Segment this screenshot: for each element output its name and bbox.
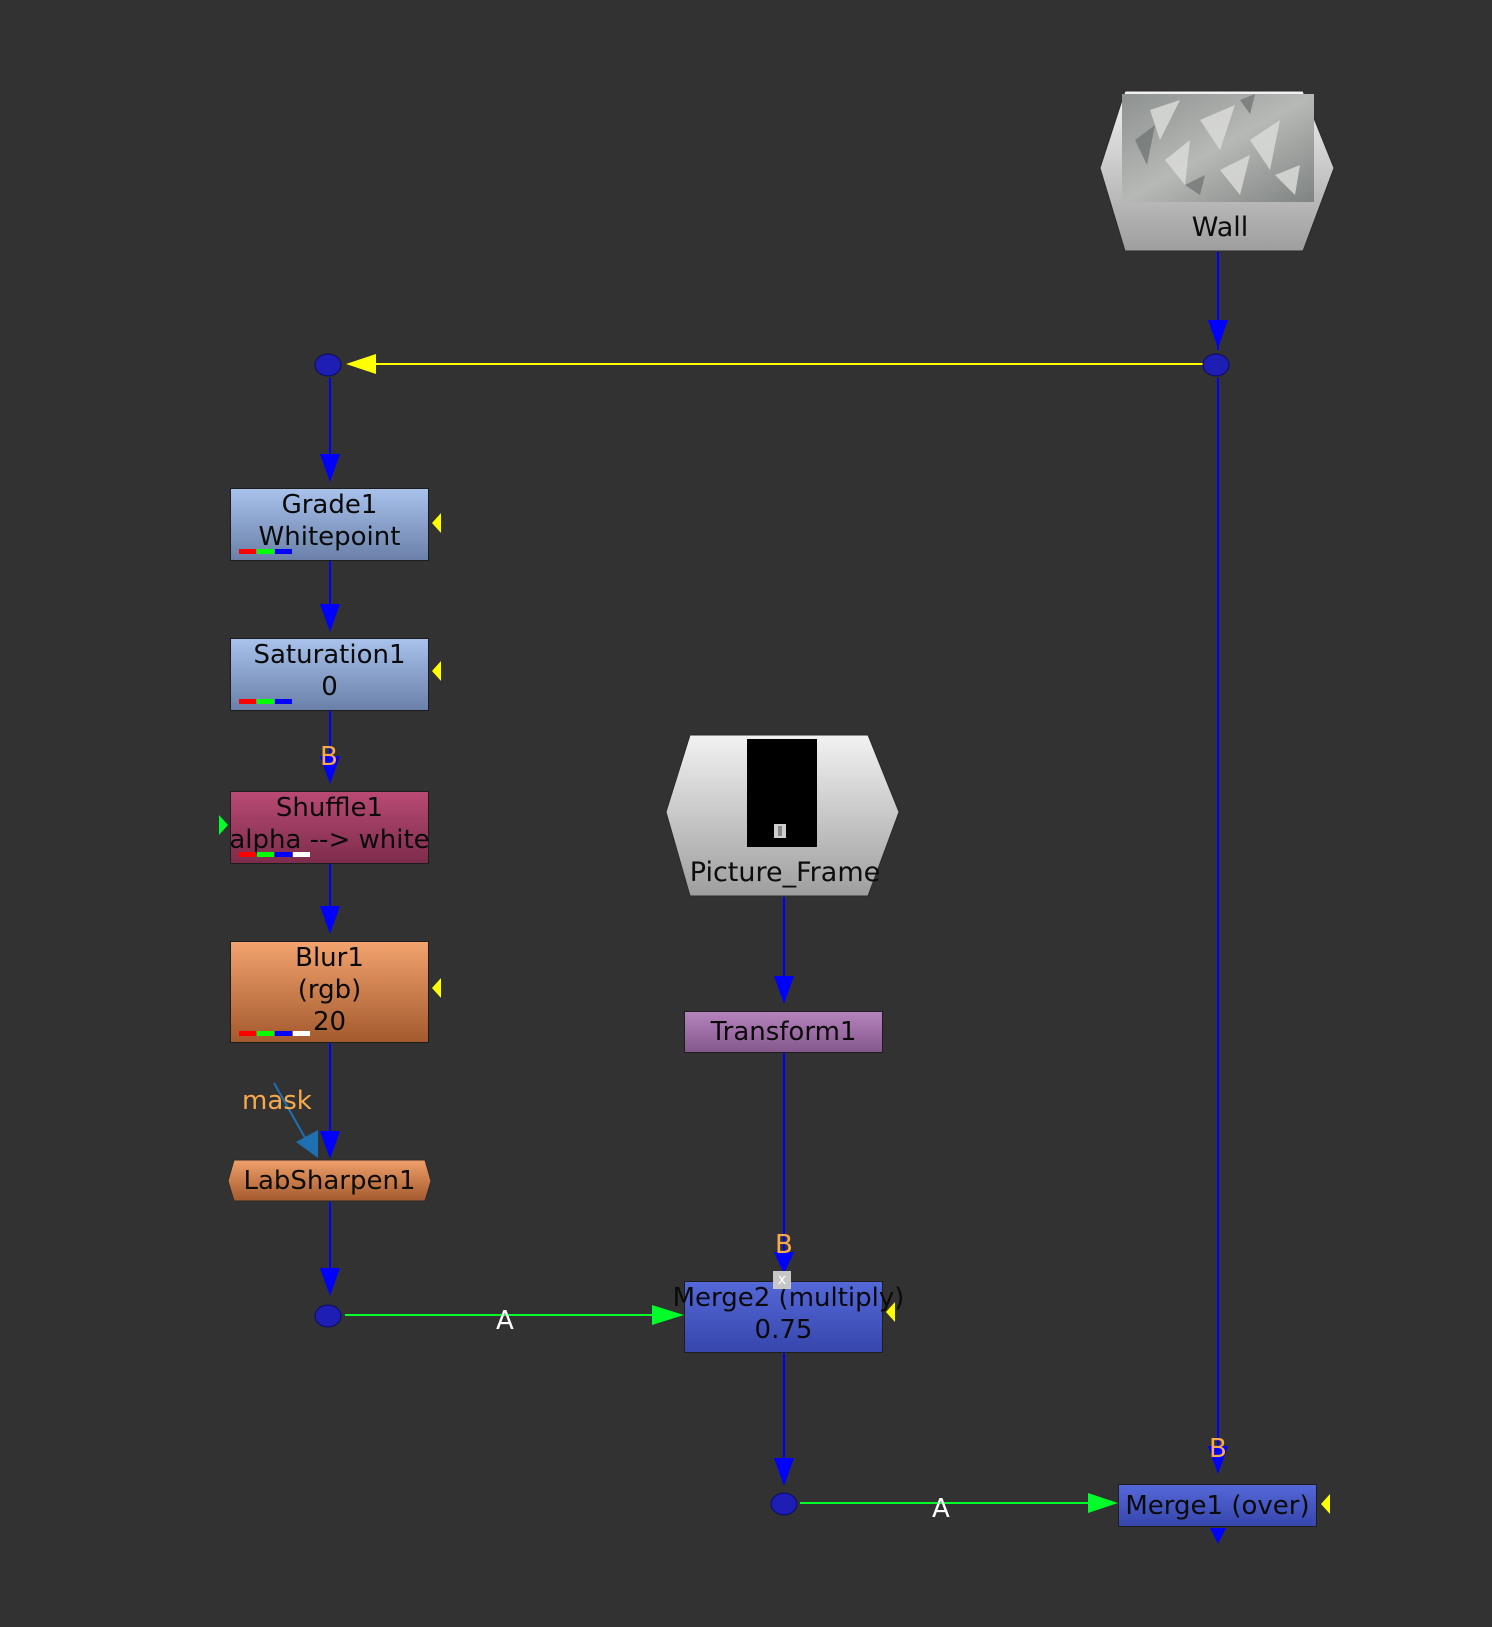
- expression-indicator-icon: [1321, 1494, 1330, 1514]
- disable-indicator-icon: x: [773, 1271, 791, 1289]
- arrowhead-icon: [652, 1305, 684, 1325]
- input-indicator-icon: [219, 815, 228, 835]
- shuffle-node[interactable]: Shuffle1 alpha --> white: [229, 791, 430, 864]
- shuffle-node-sub: alpha --> white: [229, 825, 430, 855]
- merge2-input-a-label: A: [496, 1306, 514, 1336]
- dot-icon: [314, 353, 342, 377]
- expression-indicator-icon: [432, 661, 441, 681]
- expression-indicator-icon: [432, 978, 441, 998]
- blur-node-sub: (rgb): [297, 975, 362, 1005]
- dot-icon: [1202, 353, 1230, 377]
- arrowhead-icon: [774, 976, 794, 1004]
- grade-node-sub: Whitepoint: [258, 522, 401, 552]
- saturation-node-sub: 0: [321, 672, 338, 702]
- channel-swatch-icon: [239, 549, 293, 554]
- merge1-input-a-label: A: [932, 1494, 950, 1524]
- arrowhead-icon: [774, 1458, 794, 1486]
- saturation-node[interactable]: Saturation1 0: [230, 638, 429, 711]
- merge1-node-label: Merge1 (over): [1125, 1491, 1310, 1521]
- merge2-node-sub: 0.75: [754, 1315, 813, 1345]
- node-side-indicators: [219, 513, 1330, 1514]
- transform-node-label: Transform1: [710, 1017, 857, 1047]
- wall-node-label: Wall: [1191, 212, 1249, 243]
- saturation-node-label: Saturation1: [253, 640, 406, 670]
- shuffle-node-label: Shuffle1: [275, 793, 384, 823]
- arrowhead-icon: [320, 1268, 340, 1296]
- blur-node-size: 20: [312, 1007, 347, 1037]
- arrowhead-icon: [1210, 1528, 1226, 1544]
- expression-indicator-icon: [886, 1302, 895, 1322]
- dot-icon: [770, 1492, 798, 1516]
- arrowhead-icons: [320, 320, 1228, 1544]
- merge2-node[interactable]: Merge2 (multiply) 0.75: [673, 1281, 904, 1353]
- channel-swatch-icon: [239, 699, 293, 704]
- picture-frame-thumbnail-icon: [747, 739, 817, 847]
- blur-mask-input-label: mask: [242, 1086, 312, 1116]
- blur-node-label: Blur1: [295, 943, 364, 973]
- dot-nodes[interactable]: [314, 353, 1230, 1516]
- shuffle-input-b-label: B: [320, 742, 338, 772]
- blur-node[interactable]: Blur1 (rgb) 20: [230, 941, 429, 1043]
- arrowhead-icon: [320, 906, 340, 934]
- arrowhead-icon: [1088, 1493, 1118, 1513]
- mask-input-pipe: [273, 1082, 318, 1158]
- arrowhead-icon: [320, 454, 340, 482]
- expression-indicator-icon: [432, 513, 441, 533]
- expression-link: [346, 354, 1203, 374]
- arrowhead-icon: [320, 1131, 340, 1159]
- arrowhead-icon: [774, 1252, 794, 1274]
- arrowhead-icon: [1208, 320, 1228, 348]
- channel-swatch-icon: [239, 852, 311, 857]
- grade-node[interactable]: Grade1 Whitepoint: [230, 488, 429, 561]
- grade-node-label: Grade1: [281, 490, 378, 520]
- labsharpen-node[interactable]: [227, 1159, 432, 1202]
- merge1-node[interactable]: Merge1 (over): [1118, 1484, 1317, 1527]
- merge2-input-b-label: B: [775, 1230, 793, 1260]
- channel-swatch-icon: [239, 1031, 311, 1036]
- a-input-pipes: [345, 1305, 1118, 1513]
- arrowhead-icon: [296, 1130, 318, 1158]
- arrowhead-icon: [1208, 1446, 1228, 1474]
- transform-node[interactable]: Transform1: [684, 1011, 883, 1053]
- arrowhead-icon: [320, 604, 340, 632]
- picture-frame-node-label: Picture_Frame: [689, 857, 881, 888]
- dot-icon: [314, 1304, 342, 1328]
- arrowhead-icon: [320, 756, 340, 784]
- wall-thumbnail-icon: [1122, 94, 1314, 202]
- merge1-input-b-label: B: [1209, 1434, 1227, 1464]
- labsharpen-node-label: LabSharpen1: [243, 1166, 416, 1196]
- arrowhead-icon: [346, 354, 376, 374]
